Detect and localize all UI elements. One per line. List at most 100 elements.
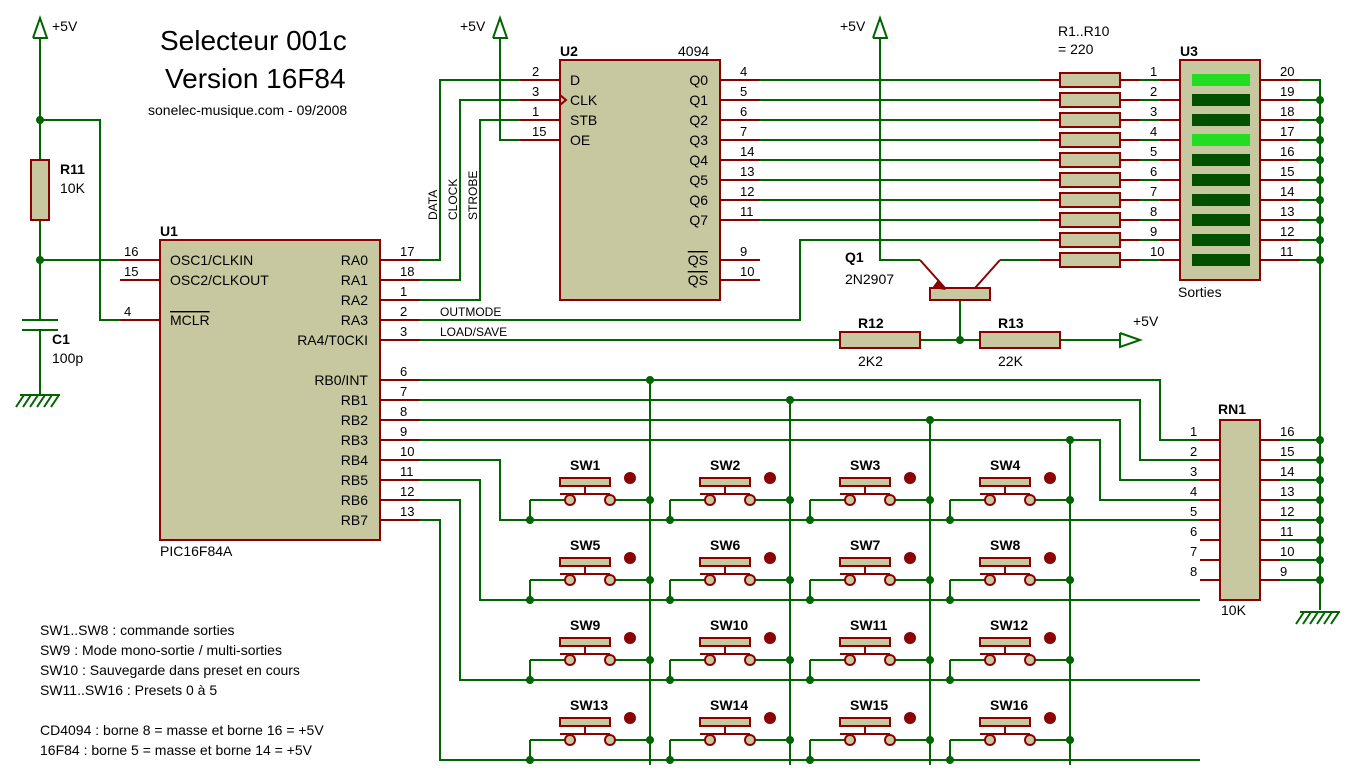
pin-number: 12 bbox=[740, 184, 754, 199]
ground-hatch bbox=[1295, 611, 1305, 625]
switch-terminal bbox=[984, 734, 996, 746]
pin-number: 8 bbox=[400, 404, 407, 419]
pin-number: 18 bbox=[1280, 104, 1294, 119]
switch-terminal bbox=[564, 494, 576, 506]
switch-terminal bbox=[1024, 654, 1036, 666]
pin-number: 7 bbox=[400, 384, 407, 399]
pushbutton-switch bbox=[839, 552, 916, 586]
resistor-r13 bbox=[979, 331, 1061, 349]
led-bargraph bbox=[1179, 59, 1261, 281]
pin-number: 14 bbox=[740, 144, 754, 159]
junction-dot bbox=[526, 596, 534, 604]
pin-name: Q4 bbox=[689, 152, 708, 168]
led-segment bbox=[1192, 134, 1250, 146]
r12-ref: R12 bbox=[858, 315, 884, 331]
wire bbox=[40, 119, 140, 321]
pin-name: RB7 bbox=[341, 512, 368, 528]
pin-number: 6 bbox=[400, 364, 407, 379]
junction-dot bbox=[1316, 536, 1324, 544]
pin-number: 11 bbox=[740, 204, 754, 219]
net-label-strobe: STROBE bbox=[466, 171, 480, 220]
pushbutton-switch bbox=[979, 632, 1056, 666]
switch-terminal bbox=[984, 654, 996, 666]
pin-name: D bbox=[570, 72, 580, 88]
pin-number: 6 bbox=[1150, 164, 1157, 179]
r13-value: 22K bbox=[998, 353, 1024, 369]
junction-dot bbox=[1316, 456, 1324, 464]
junction-dot bbox=[526, 676, 534, 684]
switch-led-dot bbox=[624, 472, 636, 484]
resistor-array-element bbox=[1059, 132, 1121, 148]
pushbutton-switch bbox=[699, 712, 776, 746]
ground-hatch bbox=[1330, 611, 1340, 625]
ground-hatch bbox=[1323, 611, 1333, 625]
resistor-network-rn1 bbox=[1219, 419, 1261, 601]
pin-number: 1 bbox=[400, 284, 407, 299]
pin-name: RA4/T0CKI bbox=[297, 332, 368, 348]
switch-terminal bbox=[844, 494, 856, 506]
switch-cap bbox=[979, 477, 1031, 487]
led-segment bbox=[1192, 94, 1250, 106]
ground-hatch bbox=[1316, 611, 1326, 625]
led-segment bbox=[1192, 154, 1250, 166]
r11-value: 10K bbox=[60, 180, 86, 196]
pushbutton-switch bbox=[839, 632, 916, 666]
pushbutton-switch bbox=[839, 472, 916, 506]
pin-number: 10 bbox=[740, 264, 754, 279]
junction-dot bbox=[1316, 476, 1324, 484]
junction-dot bbox=[946, 516, 954, 524]
pin-name: CLK bbox=[570, 92, 598, 108]
r-array-ref: R1..R10 bbox=[1058, 23, 1110, 39]
switch-terminal bbox=[604, 574, 616, 586]
supply-label: +5V bbox=[52, 18, 78, 34]
switch-led-dot bbox=[1044, 712, 1056, 724]
switch-led-dot bbox=[624, 632, 636, 644]
pin-number: 15 bbox=[124, 264, 138, 279]
pin-number: 5 bbox=[740, 84, 747, 99]
pin-number: 13 bbox=[400, 504, 414, 519]
junction-dot bbox=[36, 116, 44, 124]
pin-number: 11 bbox=[1280, 524, 1294, 539]
pin-name: Q2 bbox=[689, 112, 708, 128]
switch-terminal bbox=[984, 574, 996, 586]
resistor-array-element bbox=[1059, 72, 1121, 88]
wire bbox=[499, 38, 520, 141]
note-line: SW1..SW8 : commande sorties bbox=[40, 622, 235, 638]
title-line-2: Version 16F84 bbox=[165, 63, 346, 94]
pin-number: 17 bbox=[400, 244, 414, 259]
junction-dot bbox=[786, 496, 794, 504]
pin-number: 15 bbox=[1280, 444, 1294, 459]
r12-value: 2K2 bbox=[858, 353, 883, 369]
pin-number: 4 bbox=[740, 64, 747, 79]
pin-name: RA2 bbox=[341, 292, 368, 308]
switch-led-dot bbox=[904, 552, 916, 564]
rn1-ref: RN1 bbox=[1218, 401, 1246, 417]
junction-dot bbox=[1316, 436, 1324, 444]
switch-terminal bbox=[844, 734, 856, 746]
switch-label: SW16 bbox=[990, 697, 1028, 713]
pin-number: 9 bbox=[740, 244, 747, 259]
switch-cap bbox=[559, 477, 611, 487]
switch-label: SW11 bbox=[850, 617, 888, 633]
pin-name: RA0 bbox=[341, 252, 368, 268]
u3-ref: U3 bbox=[1180, 43, 1198, 59]
pin-number: 2 bbox=[532, 64, 539, 79]
switch-label: SW5 bbox=[570, 537, 601, 553]
switch-terminal bbox=[604, 654, 616, 666]
pushbutton-switch bbox=[559, 552, 636, 586]
junction-dot bbox=[526, 516, 534, 524]
junction-dot bbox=[926, 496, 934, 504]
pin-number: 1 bbox=[1190, 424, 1197, 439]
transistor-collector bbox=[974, 259, 1001, 289]
pin-name: RA1 bbox=[341, 272, 368, 288]
pushbutton-switch bbox=[699, 552, 776, 586]
wires bbox=[15, 14, 1340, 765]
q1-part: 2N2907 bbox=[845, 271, 894, 287]
pin-name: RB4 bbox=[341, 452, 368, 468]
resistor-array-element bbox=[1059, 192, 1121, 208]
switch-label: SW14 bbox=[710, 697, 748, 713]
ground-hatch bbox=[1309, 611, 1319, 625]
r-array-value: = 220 bbox=[1058, 41, 1094, 57]
switch-led-dot bbox=[1044, 632, 1056, 644]
junction-dot bbox=[1066, 736, 1074, 744]
